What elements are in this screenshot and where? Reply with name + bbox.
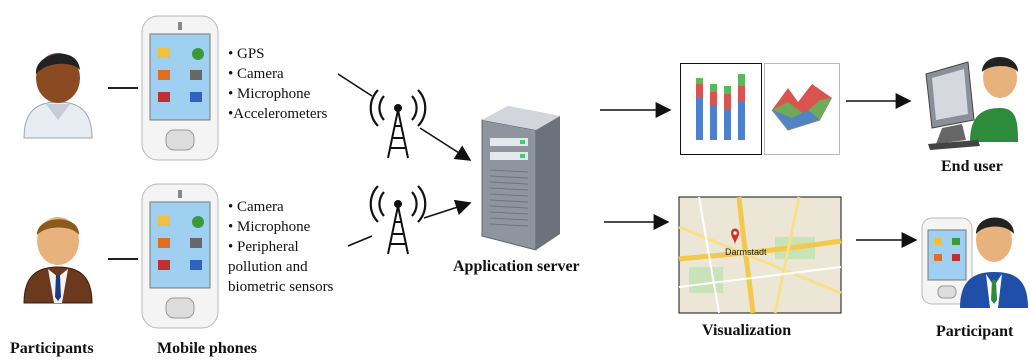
participant-top-icon bbox=[23, 53, 93, 139]
bar bbox=[696, 78, 703, 84]
bar bbox=[724, 110, 731, 140]
end-user-label: End user bbox=[941, 158, 1003, 175]
bar bbox=[724, 94, 731, 110]
sensor-item: • Microphone bbox=[228, 86, 311, 102]
sensor-item: • Microphone bbox=[228, 219, 311, 235]
bar bbox=[696, 84, 703, 98]
visualization-label: Visualization bbox=[702, 322, 792, 339]
bar bbox=[738, 74, 745, 86]
bar bbox=[724, 86, 731, 94]
application-server-label: Application server bbox=[453, 258, 580, 275]
participant-right-icon bbox=[921, 217, 1028, 308]
participant-right-label: Participant bbox=[936, 323, 1014, 340]
end-user-icon bbox=[925, 57, 1018, 150]
antenna-bottom-icon bbox=[369, 185, 427, 255]
bottom-sensor-list: • Camera • Microphone • Peripheral pollu… bbox=[228, 197, 333, 297]
line-bottom-phone-to-antenna bbox=[347, 235, 373, 247]
sensor-item: biometric sensors bbox=[228, 279, 334, 295]
map-visualization: Darmstadt bbox=[678, 196, 842, 314]
top-sensor-list: • GPS • Camera • Microphone •Acceleromet… bbox=[228, 44, 327, 124]
sensor-item: • Camera bbox=[228, 199, 284, 215]
participant-bottom-icon bbox=[23, 217, 93, 304]
bar bbox=[710, 106, 717, 140]
server-icon bbox=[481, 106, 560, 251]
bar bbox=[738, 86, 745, 102]
sensor-item: • Peripheral bbox=[228, 239, 299, 255]
sensor-item: pollution and bbox=[228, 259, 308, 275]
arrow-bottom-antenna-to-server bbox=[423, 199, 472, 219]
map-city-label: Darmstadt bbox=[725, 247, 767, 257]
bar bbox=[696, 96, 703, 140]
sensor-item: • GPS bbox=[228, 46, 265, 62]
sensor-item: • Camera bbox=[228, 66, 284, 82]
bar bbox=[710, 84, 717, 92]
mobile-phone-top-icon bbox=[141, 15, 219, 161]
surface-chart-graphic bbox=[771, 84, 832, 131]
mobile-phone-bottom-icon bbox=[141, 183, 219, 329]
sensor-item: •Accelerometers bbox=[228, 106, 328, 122]
participants-label: Participants bbox=[10, 340, 94, 357]
line-top-phone-to-antenna bbox=[337, 73, 373, 97]
arrow-top-antenna-to-server bbox=[419, 127, 472, 161]
mobile-phones-label: Mobile phones bbox=[157, 340, 258, 357]
bar bbox=[738, 102, 745, 140]
bar-chart-graphic bbox=[696, 74, 745, 140]
bar bbox=[710, 92, 717, 106]
antenna-top-icon bbox=[369, 89, 427, 159]
bar-chart-panel bbox=[680, 63, 762, 155]
